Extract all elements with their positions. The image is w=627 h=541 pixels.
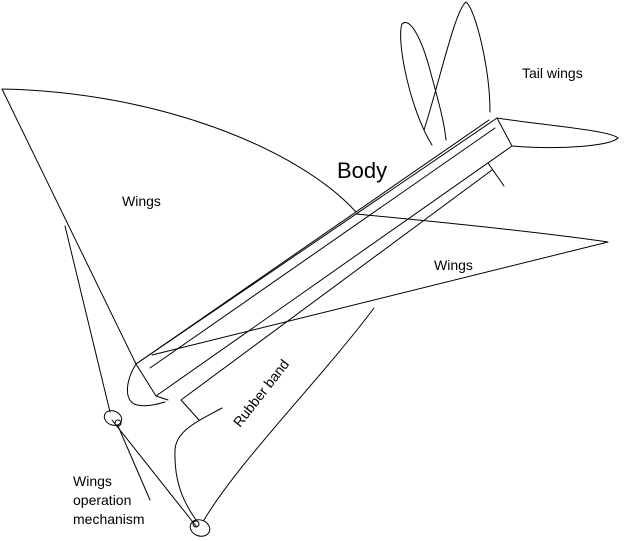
tail-fin-left [400, 21, 447, 146]
label-wings-left: Wings [122, 193, 161, 209]
label-mechanism-line3: mechanism [73, 511, 145, 527]
label-tail-wings: Tail wings [522, 65, 583, 81]
mechanism-pivot-lower-inner [192, 520, 200, 528]
tail-wings [400, 1, 619, 149]
tail-fin-right [423, 1, 491, 131]
left-wing [1, 88, 357, 365]
fuselage-inner-line [149, 127, 496, 369]
mechanism-pivot-upper-inner [114, 419, 122, 427]
rubber-band-rail [180, 162, 505, 421]
fuselage-top-edge [135, 119, 490, 365]
tail-stabilizer [496, 117, 619, 149]
mechanism-linkage-long [203, 307, 375, 521]
label-mechanism-line1: Wings [73, 473, 112, 489]
mechanism-arm-inner [117, 425, 151, 501]
nose-curve [127, 363, 166, 407]
label-rubber-band: Rubber band [230, 356, 292, 430]
label-wings-right: Wings [434, 257, 473, 273]
mechanism-arm-lower [111, 419, 197, 527]
right-wing [151, 213, 609, 356]
label-mechanism-line2: operation [73, 492, 131, 508]
mechanism-hook [174, 407, 223, 521]
label-wings-mechanism: Wings operation mechanism [73, 473, 145, 527]
label-body: Body [337, 158, 387, 183]
mechanism-pivot-lower [189, 519, 211, 537]
nose-edge [155, 395, 169, 401]
mechanism-arm-upper [64, 225, 111, 413]
wings-mechanism [64, 225, 375, 537]
